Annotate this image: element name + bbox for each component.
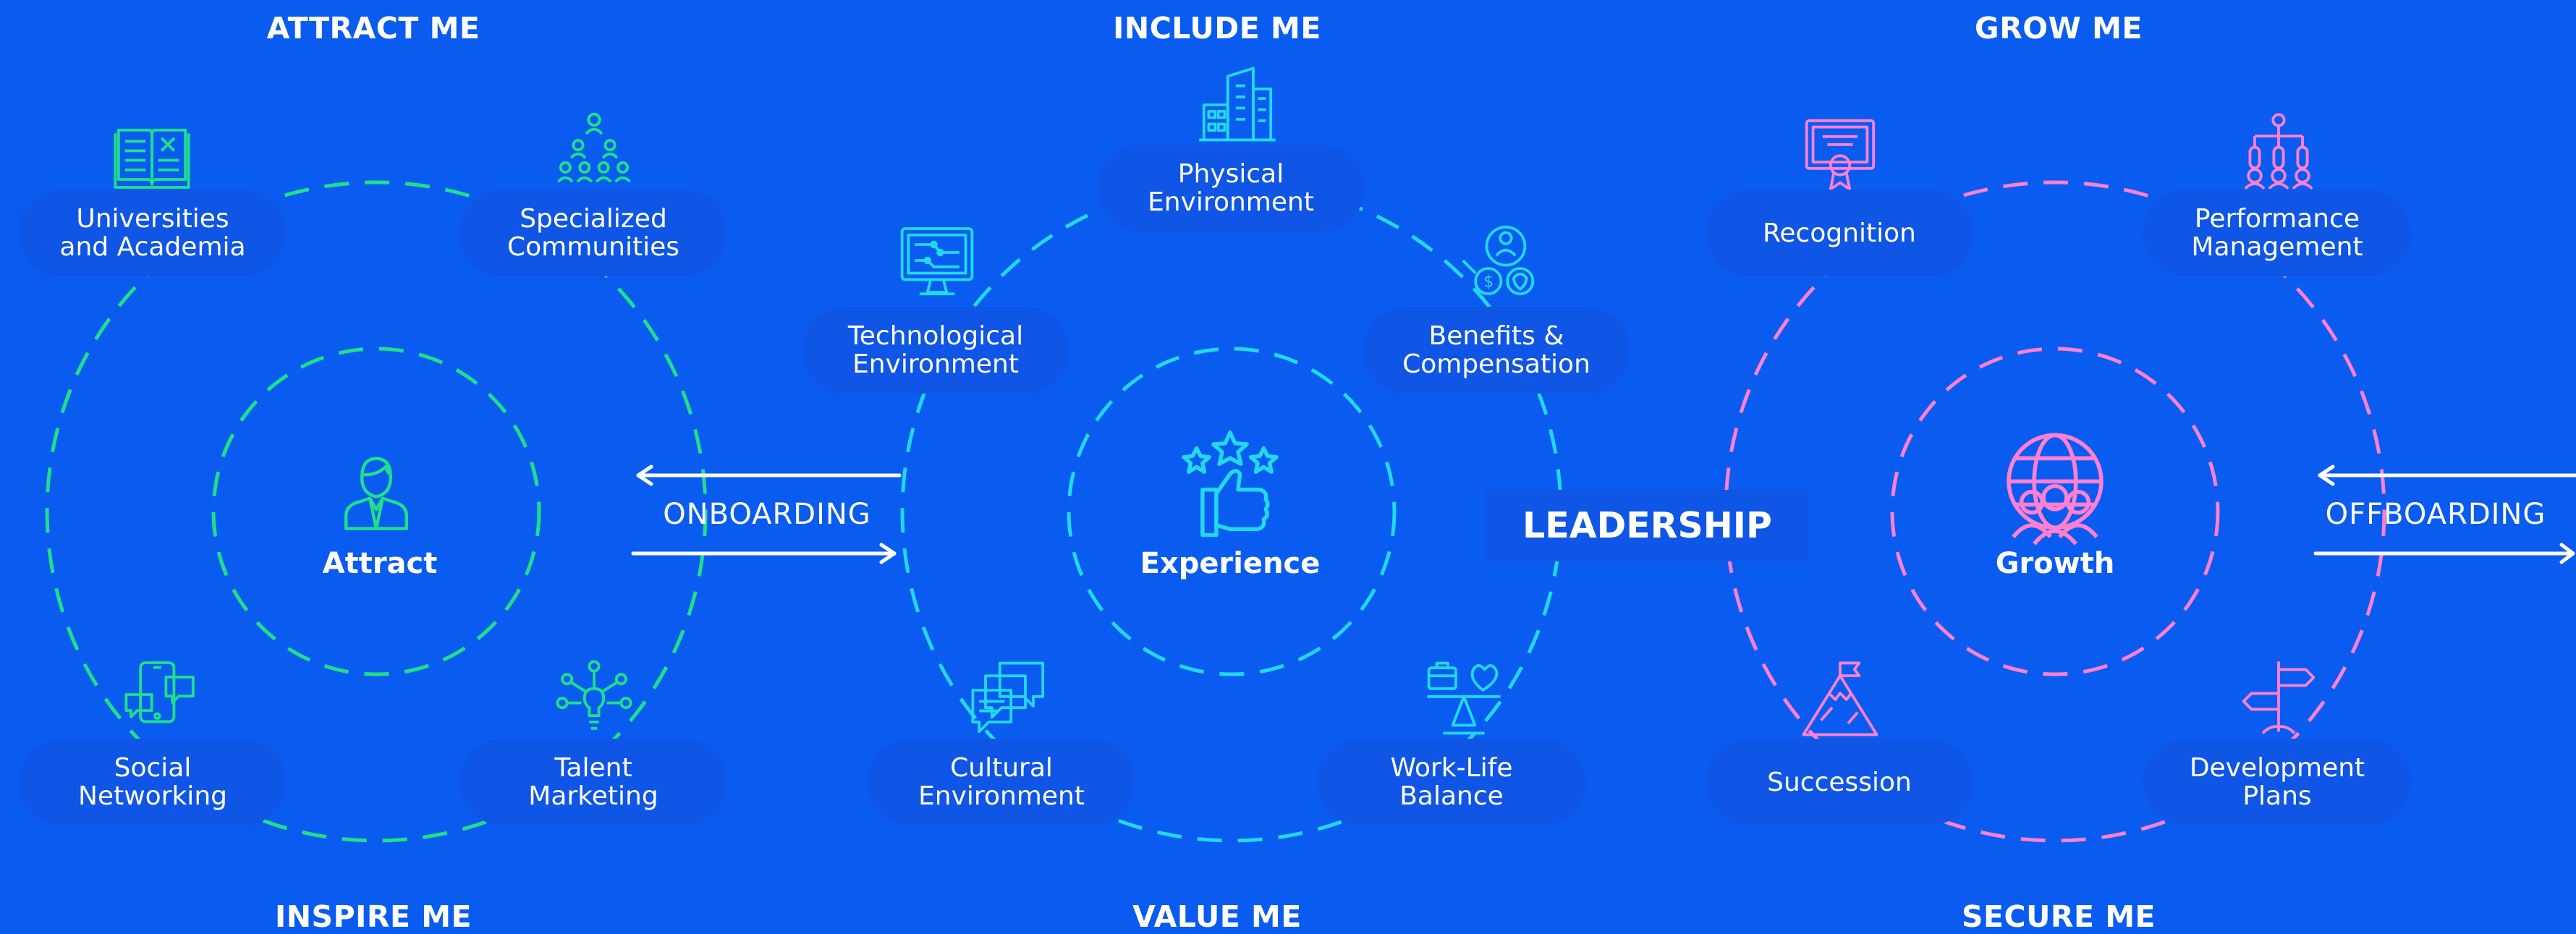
pill-performance-management: Performance Management	[2143, 190, 2411, 276]
pill-universities: Universities and Academia	[19, 190, 287, 276]
person-icon	[344, 457, 408, 530]
book-icon	[114, 128, 190, 189]
thumbs-up-stars-icon	[1182, 430, 1279, 538]
performance-people-icon	[2244, 113, 2313, 190]
heading-attract-me: ATTRACT ME	[266, 11, 480, 46]
globe-people-icon	[2007, 433, 2103, 545]
leadership-box: LEADERSHIP	[1487, 490, 1808, 561]
onboarding-label: ONBOARDING	[663, 498, 871, 531]
heading-value-me: VALUE ME	[1132, 899, 1302, 934]
balance-scale-icon	[1427, 661, 1501, 735]
pill-succession: Succession	[1706, 739, 1973, 825]
pill-benefits-compensation: Benefits & Compensation	[1363, 307, 1630, 394]
monitor-icon	[900, 227, 974, 296]
center-experience: Experience	[1140, 547, 1321, 580]
idea-network-icon	[556, 660, 632, 730]
buildings-icon	[1199, 67, 1276, 142]
attract-inner-ring	[211, 347, 541, 676]
mountain-flag-icon	[1802, 661, 1878, 736]
heading-secure-me: SECURE ME	[1961, 899, 2156, 934]
network-people-icon	[557, 112, 631, 183]
speech-bubbles-icon	[971, 661, 1045, 734]
pill-cultural-environment: Cultural Environment	[868, 739, 1135, 825]
pill-recognition: Recognition	[1706, 190, 1973, 276]
signpost-icon	[2242, 661, 2316, 734]
benefits-icon: $	[1462, 225, 1535, 296]
pill-social-networking: Social Networking	[19, 739, 287, 825]
experience-inner-ring	[1067, 347, 1397, 676]
heading-inspire-me: INSPIRE ME	[274, 899, 473, 934]
growth-inner-ring	[1890, 347, 2220, 676]
heading-grow-me: GROW ME	[1975, 11, 2143, 46]
svg-text:$: $	[1483, 273, 1494, 291]
heading-include-me: INCLUDE ME	[1113, 11, 1321, 46]
pill-work-life-balance: Work-Life Balance	[1318, 739, 1585, 825]
offboarding-label: OFFBOARDING	[2325, 498, 2546, 531]
pill-talent-marketing: Talent Marketing	[459, 739, 727, 825]
attract-outer-ring	[45, 180, 708, 843]
center-growth: Growth	[1995, 547, 2115, 580]
pill-technological-environment: Technological Environment	[802, 307, 1069, 394]
chat-phone-icon	[124, 661, 195, 723]
center-attract: Attract	[322, 547, 438, 580]
certificate-icon	[1805, 119, 1876, 191]
pill-specialized-communities: Specialized Communities	[459, 190, 727, 276]
pill-physical-environment: Physical Environment	[1097, 145, 1365, 232]
pill-development-plans: Development Plans	[2143, 739, 2411, 825]
